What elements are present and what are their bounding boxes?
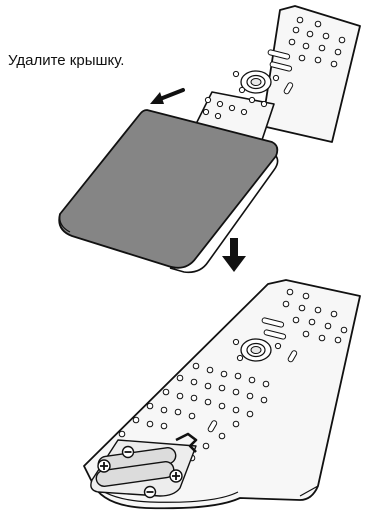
arrow-down-icon <box>222 238 246 272</box>
remote-top <box>59 6 360 272</box>
arrow-down-left-icon <box>150 90 183 104</box>
minus-circle-icon <box>123 447 134 458</box>
remote-top-body <box>262 6 360 142</box>
minus-circle-icon <box>145 487 156 498</box>
remote-bottom <box>84 280 360 508</box>
plus-circle-icon <box>170 470 182 482</box>
plus-circle-icon <box>98 460 110 472</box>
